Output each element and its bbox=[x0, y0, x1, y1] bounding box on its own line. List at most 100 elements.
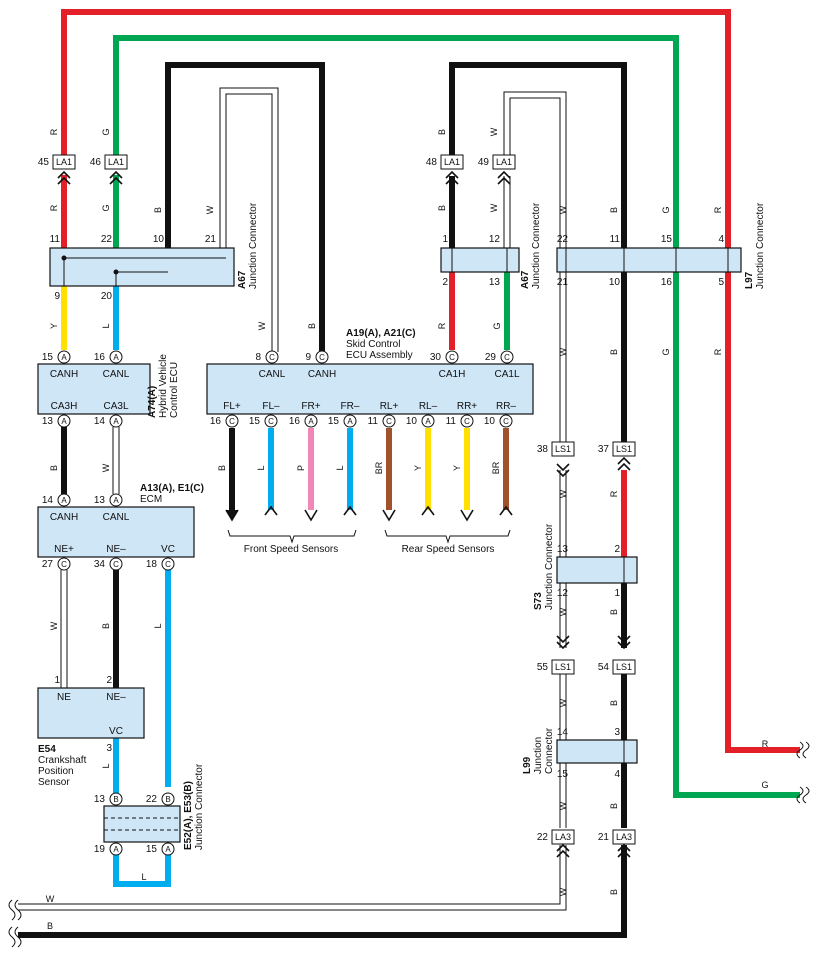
a19-pin8-letter: C bbox=[269, 353, 275, 362]
wire-label-g-4: G bbox=[661, 206, 671, 213]
pin-e54-1: 1 bbox=[54, 675, 60, 686]
wire-label-r-4: R bbox=[713, 206, 723, 213]
pin-l97-4: 4 bbox=[718, 234, 724, 245]
pin-a13-27: 27 bbox=[42, 559, 54, 570]
e54-name-1: Crankshaft bbox=[38, 755, 87, 766]
wire-label-b-2: B bbox=[307, 323, 317, 329]
wire-label-b-14: B bbox=[47, 921, 53, 931]
wire-label-b-5: B bbox=[609, 207, 619, 213]
pin-a67r-1: 1 bbox=[442, 234, 448, 245]
wire-label-br-2: BR bbox=[491, 461, 501, 474]
pin-a67r-13: 13 bbox=[489, 277, 501, 288]
e52-pin13-circle bbox=[109, 792, 123, 806]
a67-left-junction bbox=[49, 247, 235, 287]
a19-bottom-pin-label-7: RR– bbox=[496, 401, 516, 412]
e54-crankshaft-sensor-box bbox=[37, 687, 145, 739]
wire-label-br-1: BR bbox=[374, 461, 384, 474]
a13-pin13-letter: A bbox=[113, 496, 119, 505]
connector-ls1-38-num: 38 bbox=[537, 444, 549, 455]
a74-pin15-letter: A bbox=[61, 353, 67, 362]
a74-pin-canl: CANL bbox=[103, 369, 130, 380]
pin-l97-10: 10 bbox=[609, 277, 621, 288]
connector-ls1-38-tag: LS1 bbox=[555, 444, 571, 454]
connector-la1-45-num: 45 bbox=[38, 157, 50, 168]
pin-l97-5: 5 bbox=[718, 277, 724, 288]
pin-a67l-22: 22 bbox=[101, 234, 113, 245]
a74-pin-ca3h: CA3H bbox=[51, 401, 78, 412]
e54-pin-ne: NE bbox=[57, 692, 71, 703]
pin-a67l-21: 21 bbox=[205, 234, 217, 245]
wire-label-w-13: W bbox=[558, 887, 568, 896]
wire-label-w-12: W bbox=[558, 801, 568, 810]
pin-l99-3: 3 bbox=[614, 727, 620, 738]
a19-bottom-pin-4-letter: C bbox=[386, 417, 392, 426]
a13-pin34-circle bbox=[109, 557, 123, 571]
a19-name-2: ECU Assembly bbox=[346, 350, 413, 361]
a74-pin16-letter: A bbox=[113, 353, 119, 362]
a19-bottom-pin-6-circle bbox=[460, 414, 474, 428]
pin-a74-16: 16 bbox=[94, 352, 106, 363]
pin-s73-13: 13 bbox=[557, 544, 569, 555]
a19-pin29-circle bbox=[500, 350, 514, 364]
wire-label-y-1: Y bbox=[49, 323, 59, 329]
a19-bottom-pin-label-1: FL– bbox=[262, 401, 280, 412]
a13-pin27-letter: C bbox=[61, 560, 67, 569]
wire-label-b-1: B bbox=[153, 207, 163, 213]
a13-pin-canl: CANL bbox=[103, 512, 130, 523]
connector-ls1-54-num: 54 bbox=[598, 662, 610, 673]
wire-label-g-5: G bbox=[661, 348, 671, 355]
a13-pin-vc: VC bbox=[161, 544, 175, 555]
a74-pin-ca3l: CA3L bbox=[103, 401, 128, 412]
a19-pin8-circle bbox=[265, 350, 279, 364]
wire-label-b-9: B bbox=[217, 465, 227, 471]
wire-black-canh-loop bbox=[165, 62, 325, 352]
a67-left-internal-lines bbox=[61, 255, 226, 286]
a74-pin15-circle bbox=[57, 350, 71, 364]
a19-bottom-pin-0-letter: C bbox=[229, 417, 235, 426]
connector-la3-21-box bbox=[612, 829, 636, 845]
wire-label-w-7: W bbox=[101, 463, 111, 472]
a67-right-junction bbox=[440, 247, 520, 273]
wire-label-r-7: R bbox=[762, 739, 769, 749]
wire-label-b-6: B bbox=[609, 349, 619, 355]
wire-label-w-4: W bbox=[489, 203, 499, 212]
pin-l99-15: 15 bbox=[557, 769, 569, 780]
wire-label-r-2: R bbox=[49, 204, 59, 211]
wire-red-main bbox=[61, 9, 800, 753]
wire-label-b-8: B bbox=[101, 623, 111, 629]
a74-id: A74(A) bbox=[147, 386, 158, 418]
connector-ls1-55-num: 55 bbox=[537, 662, 549, 673]
a13-pin14-circle bbox=[57, 493, 71, 507]
a74-pin14-letter: A bbox=[113, 417, 119, 426]
a19-bottom-pin-label-6: RR+ bbox=[457, 401, 477, 412]
a19-id: A19(A), A21(C) bbox=[346, 328, 416, 339]
connector-la1-46-tag: LA1 bbox=[108, 157, 124, 167]
wire-blue-e52-loop bbox=[113, 854, 171, 887]
pin-l97-11: 11 bbox=[610, 234, 621, 245]
connector-la1-45-tag: LA1 bbox=[56, 157, 72, 167]
a19-skid-control-ecu-box bbox=[206, 363, 534, 415]
l97-id: L97 bbox=[744, 271, 755, 289]
wire-label-r-3: R bbox=[437, 322, 447, 329]
pin-s73-2: 2 bbox=[614, 544, 620, 555]
l99-junction-box bbox=[556, 739, 638, 764]
pin-a19-9: 9 bbox=[305, 352, 311, 363]
a19-pin-canl: CANL bbox=[259, 369, 286, 380]
wire-label-r-6: R bbox=[609, 490, 619, 497]
connector-la1-46-box bbox=[104, 154, 128, 170]
wire-label-l-3: L bbox=[101, 763, 111, 768]
a67-right-id: A67 bbox=[520, 270, 531, 289]
e52-pin22-letter: B bbox=[165, 795, 170, 804]
a19-bottom-pin-label-5: RL– bbox=[419, 401, 438, 412]
a19-bottom-pin-1-circle bbox=[264, 414, 278, 428]
e52-name: Junction Connector bbox=[194, 763, 205, 850]
pin-a19-bottom-1: 15 bbox=[249, 416, 261, 427]
l97-junction-box bbox=[556, 247, 742, 273]
e52-pin19-letter: A bbox=[113, 845, 119, 854]
speed-sensor-arrows bbox=[225, 505, 513, 522]
pin-a13-14: 14 bbox=[42, 495, 54, 506]
pin-a13-13: 13 bbox=[94, 495, 106, 506]
wire-label-w-6: W bbox=[558, 347, 568, 356]
wire-label-w-5: W bbox=[558, 205, 568, 214]
